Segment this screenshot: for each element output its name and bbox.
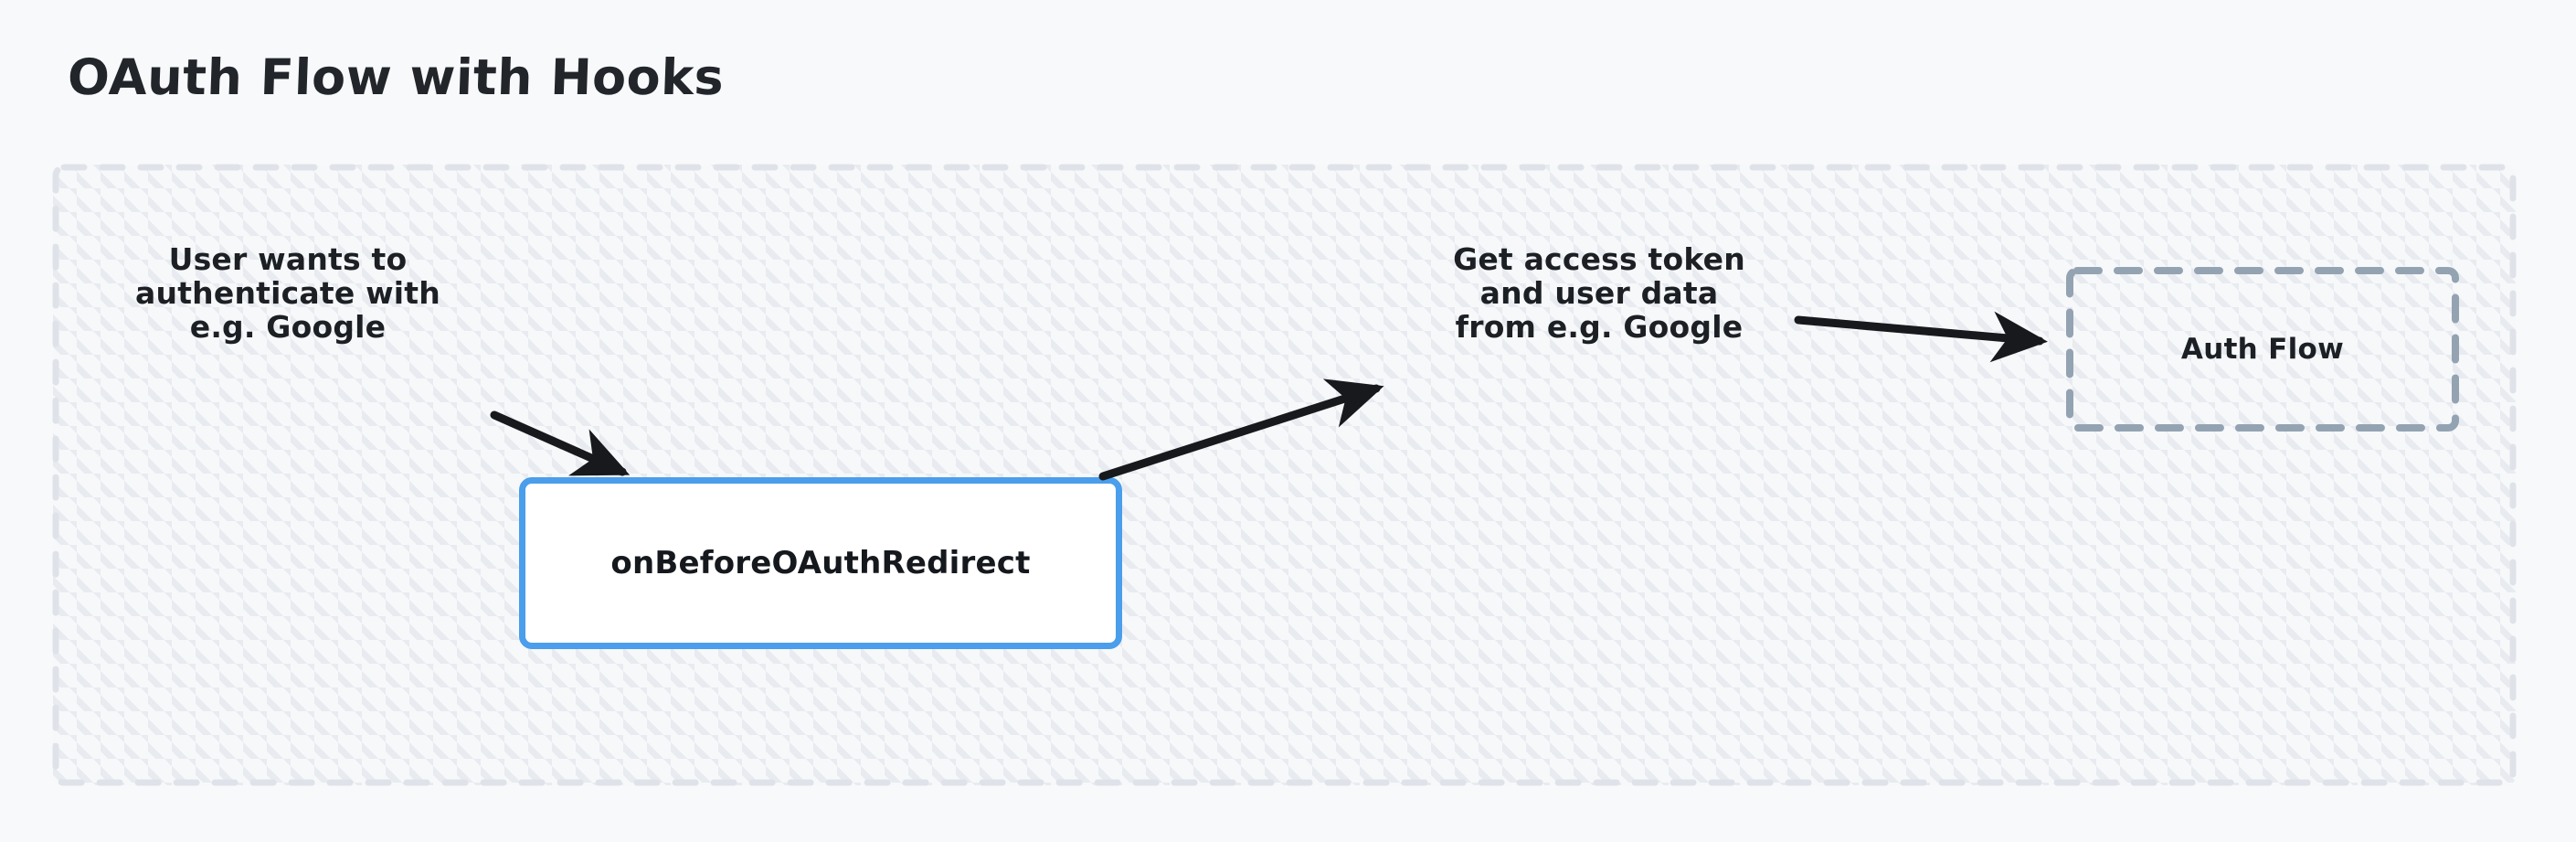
- auth-flow-label: Auth Flow: [2180, 333, 2345, 366]
- edge-label-hook-to-provider: Get access token and user data from e.g.…: [1453, 241, 1745, 345]
- auth-flow-subgraph[interactable]: Auth Flow: [2066, 267, 2459, 432]
- edge-label-user-to-hook: User wants to authenticate with e.g. Goo…: [135, 241, 440, 345]
- node-on-before-oauth-redirect[interactable]: onBeforeOAuthRedirect: [519, 477, 1122, 649]
- node-label: onBeforeOAuthRedirect: [610, 545, 1031, 581]
- page-title: OAuth Flow with Hooks: [66, 48, 726, 106]
